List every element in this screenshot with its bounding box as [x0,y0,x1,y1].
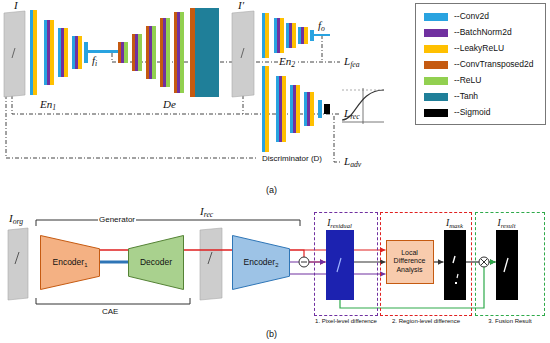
image-heading: Iresidual [327,219,352,229]
subscript: 1 [52,103,56,112]
subscript: residual [330,222,352,229]
text-label: Discriminator (D) [262,155,322,163]
block-label: Decoder [140,258,172,267]
legend-box: --Conv2d --BatchNorm2d --LeakyReLU --ConvTr… [415,3,546,125]
trapezoid [41,236,100,290]
image-picture [496,230,518,300]
subscript: rec [350,112,360,121]
legend-swatch [424,109,448,117]
legend-row: --Sigmoid [416,108,545,118]
text-label: I′ [238,0,244,11]
region-caption: 1. Pixel-level difference [315,318,377,324]
text-label: fi [92,55,97,66]
image-picture [326,230,354,300]
region-caption: 3. Fusion Result [488,318,531,324]
legend-text: --Sigmoid [454,108,490,117]
region-box: 2. Region-level differenceLocal Differen… [380,212,472,316]
network-block: Decoder [128,235,184,290]
text-label: En1 [40,99,56,110]
legend-row: --Tanh [416,92,545,102]
text-label: Lfea [344,56,360,67]
legend-row: --ReLU [416,76,545,86]
text-label: CAE [102,308,118,316]
legend-swatch [424,29,448,37]
subscript: result [501,222,516,229]
legend-swatch [424,77,448,85]
trapezoid [233,236,290,290]
region-caption: 2. Region-level difference [392,318,460,324]
image-panel: Iresidual [326,230,354,300]
subscript: 2 [291,60,295,69]
image-panel: Imask [444,230,466,300]
legend-swatch [424,13,448,21]
image-picture [444,230,466,300]
legend-swatch [424,61,448,69]
text-label: (a) [266,186,277,195]
text-label: Ladv [344,156,361,167]
image-heading: Iresult [497,219,515,229]
legend-row: --LeakyReLU [416,44,545,54]
text-label: (b) [266,330,277,339]
image-heading: Imask [446,219,463,229]
process-box: Local Difference Analysis [386,240,434,284]
text-label: De [163,99,176,110]
subscript: org [13,217,23,226]
trapezoid [129,236,184,290]
network-block: Encoder2 [232,235,290,290]
legend-row: --BatchNorm2d [416,28,545,38]
box-label: Local Difference Analysis [387,249,433,273]
subscript: i [95,59,97,68]
legend-text: --LeakyReLU [454,44,504,53]
legend-row: --ConvTransposed2d [416,60,545,70]
legend-text: --ReLU [454,76,481,85]
legend-text: --BatchNorm2d [454,28,512,37]
legend-swatch [424,93,448,101]
text-label: Generator [98,216,136,224]
legend-row: --Conv2d [416,12,545,22]
image-panel: Iresult [496,230,518,300]
connector [100,261,128,264]
legend-text: --Tanh [454,92,478,101]
subscript: mask [449,222,463,229]
text-label: I [14,0,18,11]
text-label: Irec [200,206,213,217]
block-label: Encoder1 [53,258,88,267]
subscript: 1 [84,262,87,268]
text-label: fo [318,20,325,31]
subscript: rec [204,210,214,219]
subscript: fea [350,60,359,69]
network-block: Encoder1 [40,235,100,290]
subscript: 2 [275,262,278,268]
region-box: 1. Pixel-level differenceIresidual [314,212,378,316]
subscript: o [321,24,325,33]
legend-text: --ConvTransposed2d [454,60,534,69]
block-label: Encoder2 [244,258,279,267]
legend-swatch [424,45,448,53]
text-label: Iorg [9,213,23,224]
legend-text: --Conv2d [454,12,489,21]
text-label: En2 [278,56,296,67]
region-box: 3. Fusion ResultIresult [475,212,545,316]
connector [434,261,444,262]
text-label: Lrec [344,108,360,119]
subscript: adv [350,160,361,169]
